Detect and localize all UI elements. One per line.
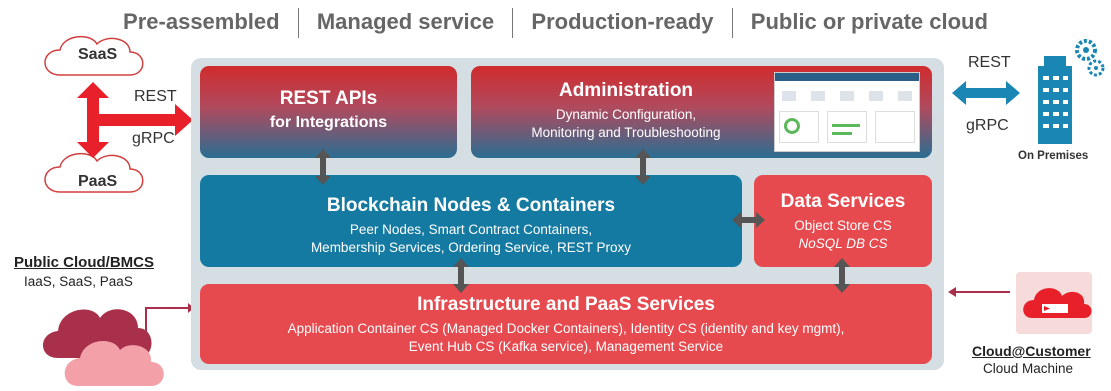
- banner-item: Pre-assembled: [123, 8, 280, 34]
- divider: [512, 8, 514, 38]
- blockchain-line1: Peer Nodes, Smart Contract Containers,: [349, 222, 593, 237]
- blockchain-title: Blockchain Nodes & Containers: [326, 195, 616, 216]
- saas-label: SaaS: [78, 46, 118, 63]
- infrastructure-title: Infrastructure and PaaS Services: [417, 294, 715, 315]
- saas-cloud-outline: [44, 35, 144, 76]
- data-services-line1: Object Store CS: [794, 218, 892, 233]
- paas-label: PaaS: [78, 173, 118, 190]
- blockchain-nodes-box[interactable]: Blockchain Nodes & Containers Peer Nodes…: [200, 175, 742, 267]
- building-icon: [1038, 39, 1105, 144]
- rest-apis-subtitle: for Integrations: [269, 114, 388, 131]
- cloud-customer-subtitle: Cloud Machine: [983, 361, 1074, 376]
- rest-label-left: REST: [134, 88, 177, 105]
- arrow-blockchain-infrastructure: [453, 258, 469, 293]
- public-cloud-title[interactable]: Public Cloud/BMCS: [14, 254, 154, 271]
- rest-label-right: REST: [968, 54, 1011, 71]
- administration-line1: Dynamic Configuration,: [555, 107, 697, 122]
- paas-cloud-outline: [44, 152, 144, 193]
- infrastructure-box[interactable]: Infrastructure and PaaS Services Applica…: [200, 284, 932, 364]
- data-services-title: Data Services: [780, 191, 906, 212]
- cloud-customer-icon: [1016, 272, 1092, 334]
- vertical-arrow: [77, 82, 109, 158]
- grpc-label-right: gRPC: [966, 117, 1009, 134]
- teal-double-arrow: [952, 81, 1020, 105]
- infrastructure-line2: Event Hub CS (Kafka service), Management…: [408, 339, 724, 354]
- cloud-customer-title[interactable]: Cloud@Customer: [972, 343, 1091, 359]
- arrow-blockchain-dataservices: [732, 212, 765, 228]
- data-services-box[interactable]: Data Services Object Store CS NoSQL DB C…: [754, 175, 932, 267]
- dashboard-thumbnail: [774, 72, 920, 152]
- divider: [297, 8, 299, 38]
- banner-item: Production-ready: [531, 8, 714, 34]
- infrastructure-line1: Application Container CS (Managed Docker…: [287, 321, 845, 336]
- banner: Pre-assembled Managed service Production…: [0, 8, 1111, 38]
- arrow-admin-blockchain: [635, 149, 651, 185]
- administration-line2: Monitoring and Troubleshooting: [531, 125, 721, 140]
- rest-apis-title: REST APIs: [279, 88, 378, 109]
- administration-title: Administration: [558, 80, 694, 101]
- divider: [731, 8, 733, 38]
- public-cloud-subtitle: IaaS, SaaS, PaaS: [24, 274, 133, 289]
- arrow-dataservices-infrastructure: [834, 258, 850, 293]
- banner-item: Managed service: [316, 8, 495, 34]
- data-services-line2: NoSQL DB CS: [798, 236, 888, 251]
- arrow-restapi-blockchain: [315, 149, 331, 185]
- saas-paas-diagram: [44, 35, 193, 193]
- rest-apis-box[interactable]: REST APIs for Integrations: [200, 66, 457, 158]
- grpc-label-left: gRPC: [132, 130, 175, 147]
- banner-item: Public or private cloud: [750, 8, 988, 34]
- blockchain-line2: Membership Services, Ordering Service, R…: [310, 240, 632, 255]
- on-premises-label: On Premises: [1018, 150, 1089, 162]
- horizontal-arrow: [99, 104, 193, 136]
- public-cloud-icon: [43, 303, 193, 386]
